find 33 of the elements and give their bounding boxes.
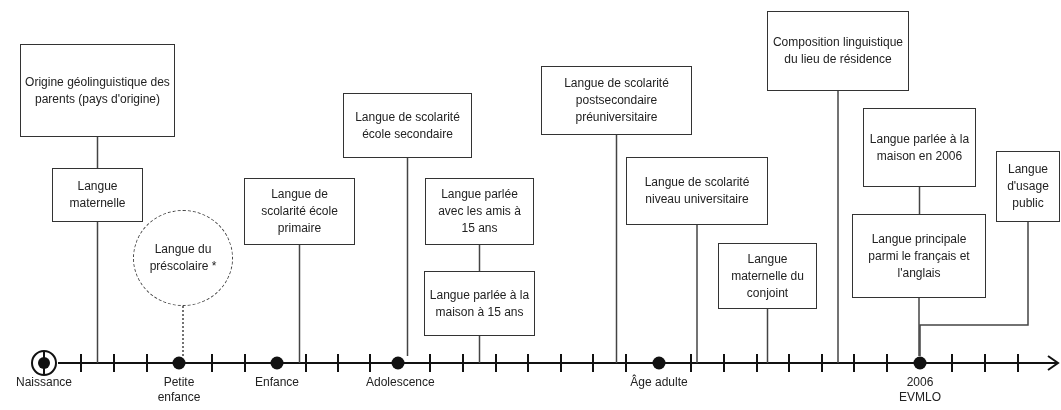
connector-line — [696, 224, 698, 364]
connector-line — [918, 297, 920, 357]
milestone-label: Enfance — [253, 375, 300, 390]
connector-line — [298, 244, 301, 364]
text-box: Langue de scolarité postsecondaire préuniversitaire — [541, 66, 692, 135]
text-box: Langue principale parmi le français et l'anglais — [852, 214, 986, 298]
dashed-connector-line — [182, 305, 184, 357]
dashed-circle-node: Langue du préscolaire * — [133, 210, 233, 306]
connector-line — [919, 221, 1029, 357]
connector-line — [478, 244, 481, 272]
connector-line — [478, 335, 481, 364]
text-box: Langue d'usage public — [996, 151, 1060, 222]
text-box: Langue de scolarité école secondaire — [343, 93, 472, 158]
text-box: Composition linguistique du lieu de résidence — [767, 11, 909, 91]
connector-line — [918, 186, 921, 215]
connector-line — [96, 221, 99, 364]
text-box: Langue parlée à la maison à 15 ans — [424, 271, 535, 336]
connector-line — [406, 157, 409, 357]
connector-line — [837, 90, 839, 364]
milestone-label: Naissance — [15, 375, 73, 390]
text-box: Langue de scolarité niveau universitaire — [626, 157, 768, 225]
connector-line — [766, 308, 769, 364]
connector-line — [96, 136, 99, 169]
text-box: Langue maternelle — [52, 168, 143, 222]
text-box: Langue de scolarité école primaire — [244, 178, 355, 245]
text-box: Langue parlée avec les amis à 15 ans — [425, 178, 534, 245]
milestone-label: Âge adulte — [629, 375, 689, 390]
connector-line — [615, 134, 618, 364]
text-box: Langue maternelle du conjoint — [718, 243, 817, 309]
milestone-label: 2006 EVMLO — [898, 375, 942, 405]
text-box: Origine géolinguistique des parents (pays d'origine) — [20, 44, 175, 137]
text-box: Langue parlée à la maison en 2006 — [863, 108, 976, 187]
milestone-label: Petite enfance — [156, 375, 202, 405]
